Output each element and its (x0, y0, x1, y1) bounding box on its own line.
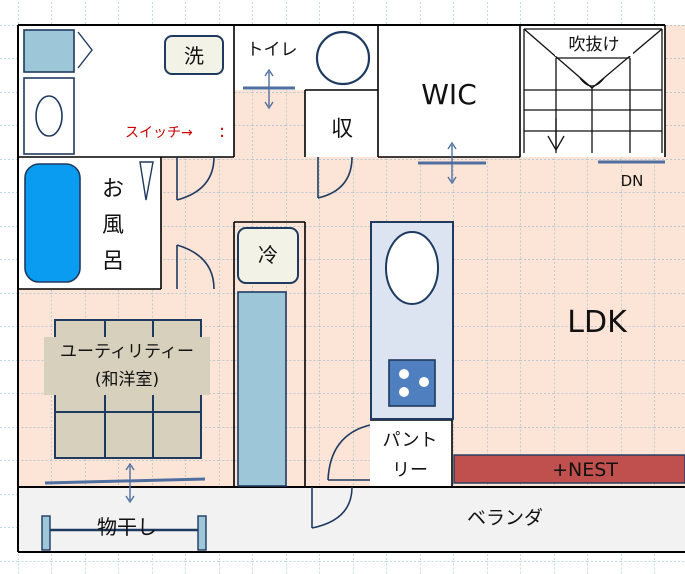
stairs-dn-label: DN (621, 172, 644, 190)
void-label-bg (555, 32, 633, 56)
burner-icon (419, 377, 429, 387)
stairs-icon (523, 28, 663, 153)
wash-label: 洗 (184, 44, 204, 68)
drying-pole-right-icon (197, 515, 207, 551)
kitchen-sink-icon (385, 231, 439, 305)
utility-label-1: ユーティリティー (60, 342, 194, 362)
toilet-arrow-heads (264, 68, 274, 110)
pantry-area (370, 420, 452, 486)
nest-bar (453, 454, 685, 484)
wic-area (378, 25, 520, 157)
fridge-label: 冷 (258, 243, 278, 267)
void-label: 吹抜け (569, 35, 620, 55)
switch-marker: : (219, 121, 225, 142)
utility-arrow-heads (125, 462, 135, 504)
wic-arrow-heads (447, 141, 457, 185)
wic-label: WIC (421, 78, 477, 111)
veranda-label: ベランダ (467, 507, 543, 529)
nest-label: +NEST (552, 459, 618, 481)
ldk-label: LDK (567, 305, 628, 340)
pantry-label-2: リー (392, 460, 428, 481)
bath-label-2: 風 (102, 213, 124, 238)
switch-label: スイッチ→ (125, 125, 193, 141)
back-counter-icon (237, 291, 287, 487)
washing-machine-icon (23, 29, 75, 73)
bath-label-3: 呂 (102, 249, 124, 274)
bath-faucet-icon (139, 161, 154, 201)
inner-walls (18, 25, 666, 487)
burner-icon (399, 387, 409, 397)
pantry-label-1: パント (383, 430, 438, 451)
drying-label: 物干し (97, 515, 157, 539)
toilet-bowl-icon (315, 30, 371, 86)
sink-basin-icon (35, 95, 63, 137)
fridge-label-box (237, 227, 299, 284)
faucet-icon (77, 31, 93, 69)
storage-area (305, 90, 378, 157)
bath-label-1: お (102, 177, 124, 202)
burner-icon (399, 369, 409, 379)
door-swings (176, 156, 371, 529)
utility-window-marker (44, 477, 206, 485)
drying-pole-left-icon (41, 515, 51, 551)
storage-label: 収 (331, 117, 353, 142)
wash-label-box (164, 35, 224, 75)
bathtub-icon (24, 163, 81, 283)
toilet-label: トイレ (247, 40, 298, 60)
utility-label-2: (和洋室) (95, 370, 159, 390)
utility-label-bg (44, 337, 210, 395)
